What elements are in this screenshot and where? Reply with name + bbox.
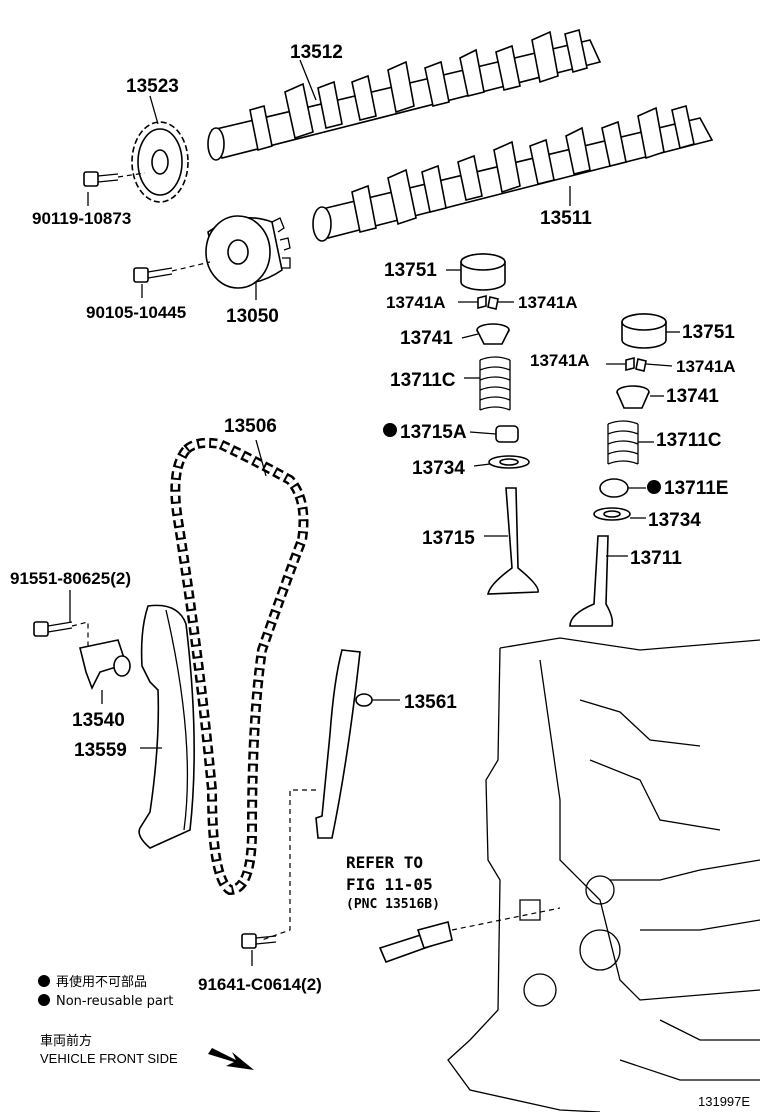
label-13715[interactable]: 13715 <box>422 528 475 549</box>
refer-line-1[interactable]: REFER TO <box>346 853 423 872</box>
refer-line-2[interactable]: FIG 11-05 <box>346 875 433 894</box>
label-90105-10445[interactable]: 90105-10445 <box>86 303 186 322</box>
seal-13715a[interactable] <box>495 425 519 443</box>
label-13511[interactable]: 13511 <box>540 208 592 229</box>
front-arrow-icon <box>208 1048 254 1070</box>
camshaft-13511[interactable] <box>312 104 714 242</box>
figure-id: 131997E <box>698 1094 750 1109</box>
label-13711e[interactable]: 13711E <box>664 478 728 499</box>
label-13741a-b1[interactable]: 13741A <box>530 351 590 370</box>
label-90119-10873[interactable]: 90119-10873 <box>32 209 131 228</box>
seal-13711e[interactable] <box>599 478 629 498</box>
valve-13715[interactable] <box>487 487 539 595</box>
valve-13711[interactable] <box>569 535 614 627</box>
bolt-91551-dashed-line <box>71 621 89 650</box>
label-13741-b[interactable]: 13741 <box>666 386 719 407</box>
label-13741a-a1[interactable]: 13741A <box>386 293 446 312</box>
seat-13734-b[interactable] <box>593 507 631 521</box>
label-13715a[interactable]: 13715A <box>400 422 467 443</box>
keeper-13741a-a[interactable] <box>477 294 499 310</box>
retainer-13741-b[interactable] <box>616 385 650 409</box>
bolt-91551-80625[interactable] <box>33 621 73 637</box>
seat-13734-a[interactable] <box>488 455 530 469</box>
legend-en: Non-reusable part <box>56 994 173 1009</box>
tensioner-13540[interactable] <box>79 639 131 690</box>
label-13741a-a2[interactable]: 13741A <box>518 293 578 312</box>
bolt-90119-10873[interactable] <box>83 171 146 187</box>
label-13711[interactable]: 13711 <box>630 548 682 569</box>
bolt-90105-10445[interactable] <box>133 261 211 283</box>
leader-lines <box>69 59 680 966</box>
label-91641-c0614[interactable]: 91641-C0614(2) <box>198 975 322 994</box>
label-13751-b[interactable]: 13751 <box>682 322 735 343</box>
front-en: VEHICLE FRONT SIDE <box>40 1051 178 1066</box>
timing-chain-13506[interactable] <box>170 437 309 896</box>
label-13512[interactable]: 13512 <box>290 42 343 63</box>
legend-dot-jp <box>38 975 50 987</box>
label-13734-a[interactable]: 13734 <box>412 458 465 479</box>
spring-13711c-b[interactable] <box>607 420 639 465</box>
label-13506[interactable]: 13506 <box>224 416 277 437</box>
chain-guide-13561[interactable] <box>315 649 373 839</box>
label-13734-b[interactable]: 13734 <box>648 510 701 531</box>
retainer-13741-a[interactable] <box>476 323 510 345</box>
lifter-13751-a[interactable] <box>460 253 506 291</box>
label-13741a-b2[interactable]: 13741A <box>676 357 736 376</box>
legend-dot-en <box>38 994 50 1006</box>
label-13711c-a[interactable]: 13711C <box>390 370 456 391</box>
label-13523[interactable]: 13523 <box>126 76 179 97</box>
lifter-13751-b[interactable] <box>621 313 667 349</box>
non-reusable-dot-13711e <box>647 480 661 494</box>
cylinder-block <box>447 637 760 1112</box>
label-13540[interactable]: 13540 <box>72 710 125 731</box>
label-13741-a[interactable]: 13741 <box>400 328 453 349</box>
bolt-91641-dashed-line <box>261 789 316 941</box>
legend-jp: 再使用不可部品 <box>56 974 147 990</box>
label-13559[interactable]: 13559 <box>74 740 127 761</box>
camshaft-13512[interactable] <box>207 28 602 161</box>
label-91551-80625[interactable]: 91551-80625(2) <box>10 569 131 588</box>
front-jp: 車両前方 <box>40 1033 92 1049</box>
oil-jet-refer[interactable] <box>378 921 453 964</box>
oil-jet-dashed-line <box>451 907 561 931</box>
spring-13711c-a[interactable] <box>479 356 511 411</box>
non-reusable-dot-13715a <box>383 423 397 437</box>
refer-line-3[interactable]: (PNC 13516B) <box>346 897 440 912</box>
label-13751-a[interactable]: 13751 <box>384 260 437 281</box>
keeper-13741a-b[interactable] <box>625 356 647 372</box>
bolt-91641-c0614[interactable] <box>241 933 277 949</box>
chain-guide-13559[interactable] <box>138 604 195 849</box>
label-13711c-b[interactable]: 13711C <box>656 430 722 451</box>
vvt-gear-13050[interactable] <box>205 215 291 289</box>
sprocket-13523[interactable] <box>131 121 189 203</box>
label-13050[interactable]: 13050 <box>226 306 279 327</box>
label-13561[interactable]: 13561 <box>404 692 457 713</box>
